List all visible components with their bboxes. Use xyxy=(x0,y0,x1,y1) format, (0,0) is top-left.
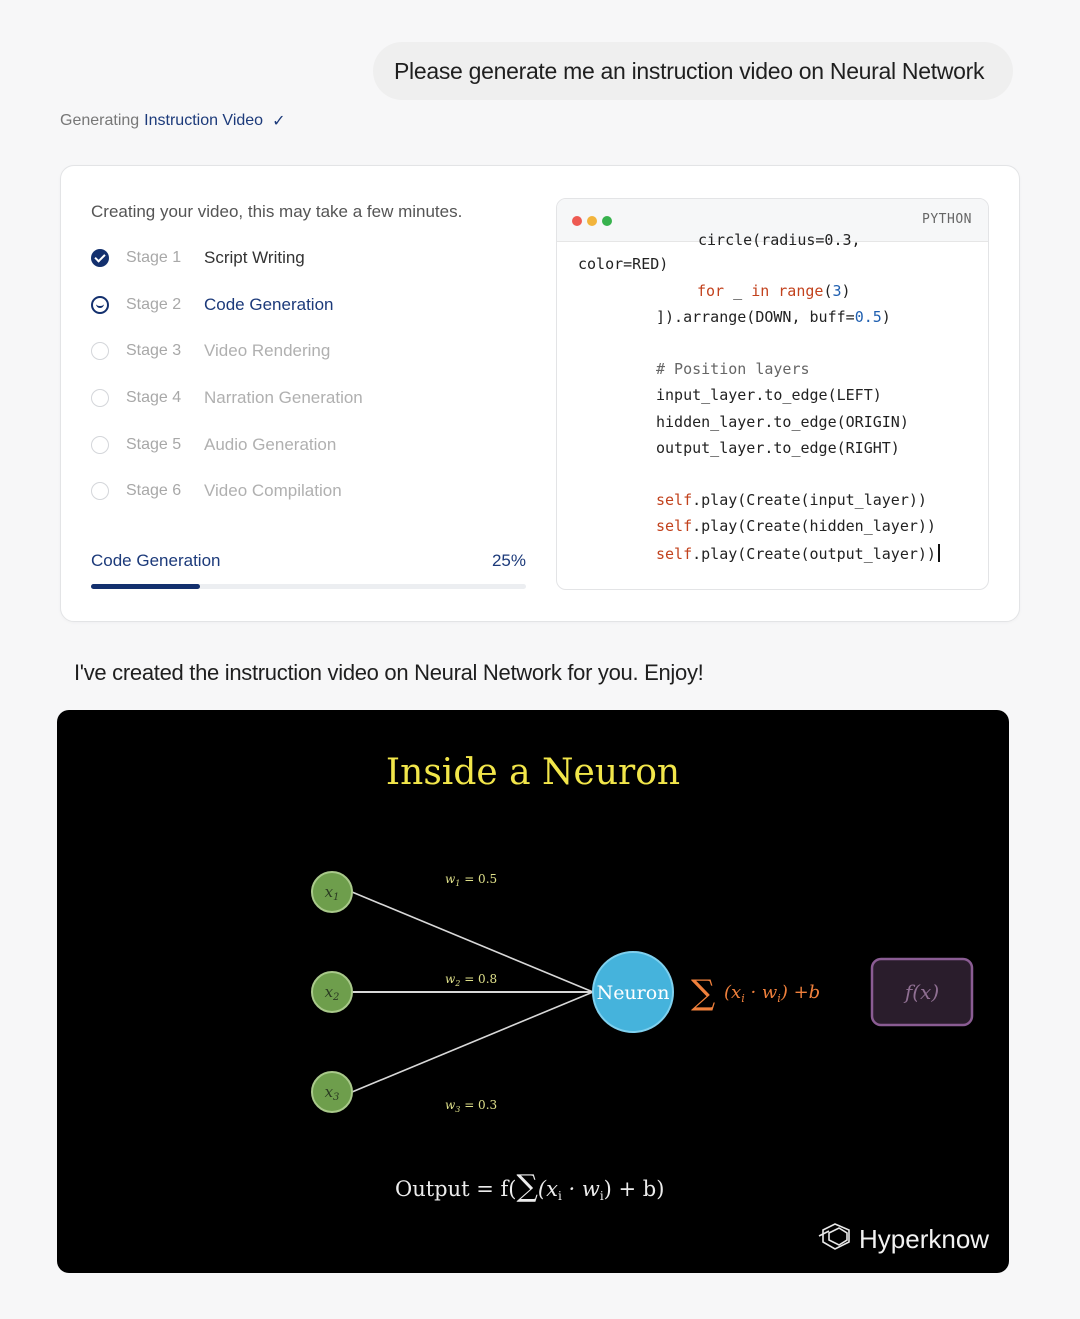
code-line: self.play(Create(input_layer)) xyxy=(656,491,927,509)
input-node-3 xyxy=(311,1071,353,1113)
code-token: _ xyxy=(724,282,752,300)
stage-item-2: Stage 2 Code Generation xyxy=(91,292,333,318)
stage-item-1: Stage 1 Script Writing xyxy=(91,245,305,271)
stage-label: Audio Generation xyxy=(204,435,337,454)
video-title: Inside a Neuron xyxy=(386,752,680,793)
code-number: 0.5 xyxy=(854,308,882,326)
progress-current-label: Code Generation xyxy=(91,551,221,570)
code-line: self.play(Create(hidden_layer)) xyxy=(656,517,936,535)
code-number: 3 xyxy=(832,282,842,300)
code-line: ]).arrange(DOWN, buff=0.5) xyxy=(656,308,891,326)
status-highlight: Instruction Video xyxy=(144,112,264,129)
neuron-node xyxy=(592,951,674,1033)
brand-watermark: Hyperknow xyxy=(859,1224,989,1254)
code-line: for _ in range(3) xyxy=(697,282,851,300)
text-cursor xyxy=(937,544,940,562)
weight-edge-3 xyxy=(351,991,594,1093)
stage-number: Stage 1 xyxy=(126,249,182,266)
sum-formula: (xi · wi) +b xyxy=(724,982,820,1005)
pending-circle-icon xyxy=(91,436,109,454)
progress-intro: Creating your video, this may take a few… xyxy=(91,202,463,221)
code-keyword: self xyxy=(656,491,693,509)
progress-percent: 25% xyxy=(491,551,526,570)
code-line: input_layer.to_edge(LEFT) xyxy=(656,386,882,404)
code-keyword: self xyxy=(656,545,693,563)
stage-item-5: Stage 5 Audio Generation xyxy=(91,432,336,458)
stage-label: Code Generation xyxy=(204,295,334,314)
weight-label-2: w2 = 0.8 xyxy=(445,972,497,988)
code-line: self.play(Create(output_layer)) xyxy=(656,544,940,563)
code-token: .play(Create(output_layer)) xyxy=(692,545,936,563)
stage-item-6: Stage 6 Video Compilation xyxy=(91,478,342,504)
stage-label: Video Rendering xyxy=(204,341,331,360)
stage-number: Stage 3 xyxy=(126,342,182,359)
stage-label: Script Writing xyxy=(204,248,305,267)
code-keyword: in xyxy=(751,282,770,300)
weight-edge-1 xyxy=(351,891,594,993)
activation-label: f(x) xyxy=(903,980,939,1004)
code-token: ) xyxy=(841,282,851,300)
input-node-1 xyxy=(311,871,353,913)
code-line: color=RED) xyxy=(578,255,669,273)
progress-card: Creating your video, this may take a few… xyxy=(60,165,1020,622)
code-language-label: PYTHON xyxy=(922,212,972,227)
neuron-label: Neuron xyxy=(597,982,670,1004)
checkmark-icon: ✓ xyxy=(272,113,286,130)
window-close-dot-icon xyxy=(572,216,582,226)
input-node-2-label: x2 xyxy=(325,983,340,1003)
stage-number: Stage 2 xyxy=(126,296,182,313)
completed-check-icon xyxy=(91,249,109,267)
code-token: ( xyxy=(823,282,833,300)
hyperknow-logo-icon xyxy=(818,1223,850,1250)
stage-number: Stage 5 xyxy=(126,436,182,453)
stage-item-4: Stage 4 Narration Generation xyxy=(91,385,363,411)
code-line: output_layer.to_edge(RIGHT) xyxy=(656,439,900,457)
video-frame: Inside a Neuron w1 = 0.5 w2 = 0.8 w3 = 0… xyxy=(311,752,989,1254)
weight-label-3: w3 = 0.3 xyxy=(445,1098,497,1114)
pending-circle-icon xyxy=(91,482,109,500)
code-keyword: self xyxy=(656,517,693,535)
code-token: .play(Create(hidden_layer)) xyxy=(692,517,936,535)
code-token: .play(Create(input_layer)) xyxy=(692,491,927,509)
window-maximize-dot-icon xyxy=(602,216,612,226)
pending-circle-icon xyxy=(91,342,109,360)
code-keyword: for xyxy=(697,282,725,300)
sum-symbol: ∑ xyxy=(691,973,715,1013)
video-player[interactable]: Inside a Neuron w1 = 0.5 w2 = 0.8 w3 = 0… xyxy=(57,710,1009,1273)
status-prefix: Generating xyxy=(60,112,140,129)
stage-label: Video Compilation xyxy=(204,481,342,500)
in-progress-icon xyxy=(91,296,109,314)
activation-box xyxy=(870,957,974,1027)
code-panel-header: PYTHON xyxy=(557,199,988,242)
input-node-2 xyxy=(311,971,353,1013)
generation-status[interactable]: Generating Instruction Video ✓ xyxy=(60,111,285,131)
stage-label: Narration Generation xyxy=(204,388,363,407)
stage-number: Stage 4 xyxy=(126,389,182,406)
weight-label-1: w1 = 0.5 xyxy=(445,872,497,888)
code-keyword: range xyxy=(778,282,824,300)
code-panel[interactable]: PYTHON circle(radius=0.3, color=RED) for… xyxy=(556,198,989,590)
code-token: ) xyxy=(881,308,891,326)
code-line: circle(radius=0.3, xyxy=(698,231,861,249)
code-token: ]).arrange(DOWN, buff= xyxy=(656,308,855,326)
progress-bar-fill xyxy=(91,584,200,589)
stage-item-3: Stage 3 Video Rendering xyxy=(91,338,330,364)
user-message-bubble: Please generate me an instruction video … xyxy=(373,42,1013,100)
progress-bar xyxy=(91,584,526,589)
window-minimize-dot-icon xyxy=(587,216,597,226)
assistant-message: I've created the instruction video on Ne… xyxy=(74,660,704,685)
user-message-text: Please generate me an instruction video … xyxy=(394,57,985,84)
pending-circle-icon xyxy=(91,389,109,407)
output-formula: Output = f(∑(xi · wi) + b) xyxy=(395,1169,664,1204)
input-node-3-label: x3 xyxy=(325,1083,340,1103)
code-body[interactable]: circle(radius=0.3, color=RED) for _ in r… xyxy=(557,231,988,589)
input-node-1-label: x1 xyxy=(325,883,340,903)
code-comment: # Position layers xyxy=(656,360,810,378)
code-line: hidden_layer.to_edge(ORIGIN) xyxy=(656,413,909,431)
stage-number: Stage 6 xyxy=(126,482,182,499)
